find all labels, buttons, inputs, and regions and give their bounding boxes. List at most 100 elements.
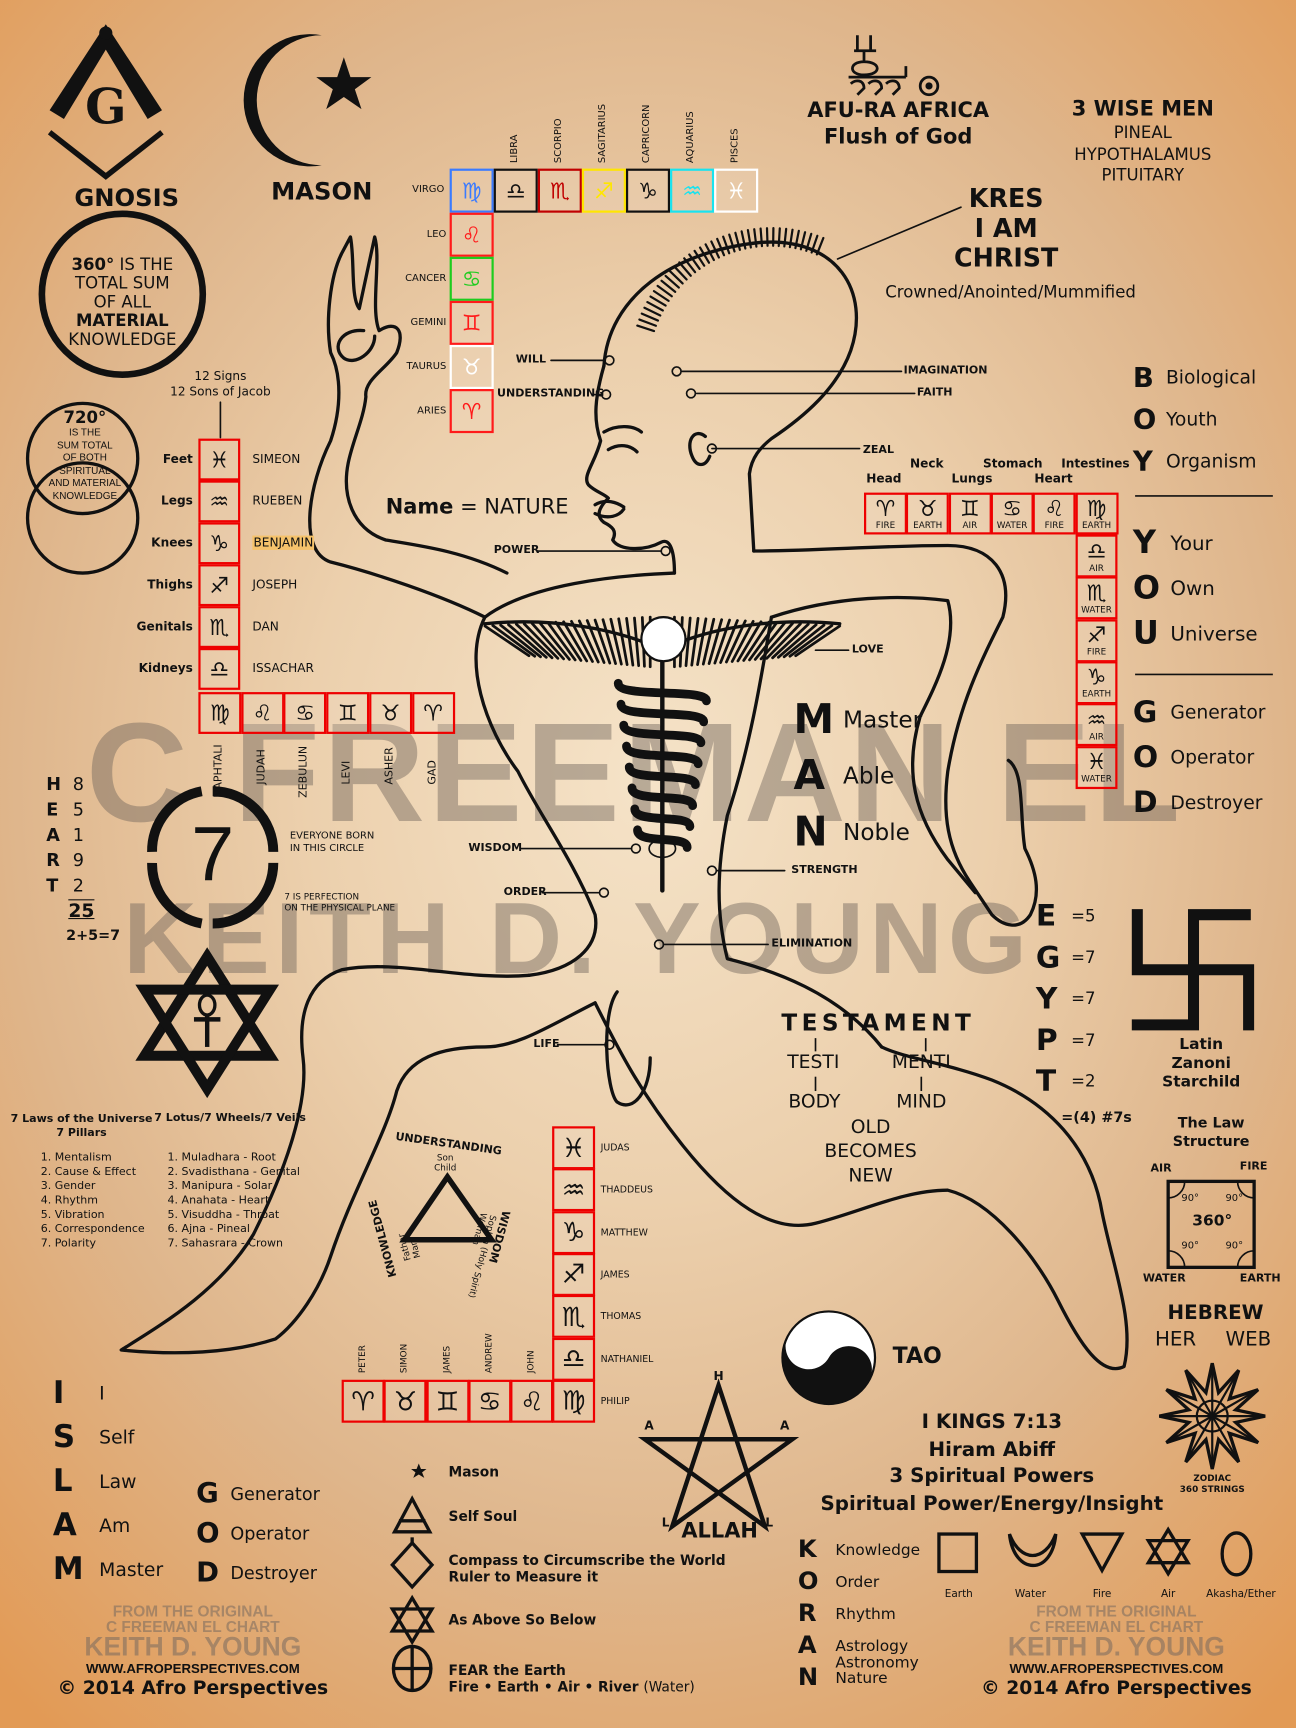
right-arm-inner [769, 595, 977, 895]
boy-letter: Y [1132, 445, 1153, 478]
lotus-item: 5. Visuddha - Throat [167, 1208, 280, 1222]
boy-letter: B [1132, 361, 1154, 394]
symbol-line: As Above So Below [449, 1611, 597, 1628]
zodiac-glyph-icon: ♎ [1086, 537, 1107, 564]
zodiac-glyph-icon: ♊ [337, 699, 358, 727]
zodiac-glyph-icon: ♎ [561, 1343, 586, 1375]
apostle-name: JOHN [525, 1350, 536, 1374]
koran-letter: N [797, 1664, 819, 1692]
apostle-name: JUDAS [600, 1142, 630, 1154]
small-hexagram-icon [389, 1594, 435, 1646]
compass-ruler-icon [390, 1537, 435, 1590]
zodiac-glyph-icon: ♊ [435, 1385, 460, 1417]
footer-url[interactable]: WWW.AFROPERSPECTIVES.COM [1009, 1660, 1224, 1677]
zodiac-label: SAGITARIUS [597, 103, 609, 164]
zodiac-glyph-icon: ♒ [1086, 706, 1107, 733]
zodiac-glyph-icon: ♑ [209, 530, 230, 557]
body-part-label: Knees [151, 535, 193, 550]
swastika-caption-line: Zanoni [1171, 1054, 1231, 1073]
islam-word: Master [99, 1558, 164, 1581]
label-zeal: ZEAL [862, 444, 894, 457]
testament-line: NEW [848, 1164, 893, 1187]
islam-word: Am [99, 1514, 131, 1537]
yin-yang-icon [781, 1310, 877, 1406]
laws-item: 5. Vibration [40, 1208, 105, 1222]
zodiac-glyph-icon: ♌ [461, 221, 482, 248]
crescent-water-icon [1007, 1533, 1058, 1568]
element-label: EARTH [1081, 689, 1112, 700]
angle-tr: 90° [1225, 1193, 1244, 1205]
symbol-line: Fire • Earth • Air • River (Water) [449, 1678, 695, 1695]
square-earth-icon [937, 1532, 979, 1574]
zodiac-box-aquarius: ♒ [670, 168, 715, 213]
zodiac-glyph-icon: ♐ [594, 177, 614, 204]
laws-item: 2. Cause & Effect [40, 1165, 137, 1179]
label-pointers [219, 206, 962, 1050]
laws-title-line: 7 Laws of the Universe [10, 1113, 153, 1126]
footer-left: FROM THE ORIGINAL C FREEMAN EL CHART KEI… [58, 1603, 329, 1699]
zodiac-glyph-icon: ♐ [561, 1258, 586, 1290]
testament-menti: MENTI [891, 1051, 951, 1074]
zodiac-glyph-icon: ♍ [1086, 494, 1107, 522]
kings-text: I KINGS 7:13 Hiram Abiff 3 Spiritual Pow… [820, 1410, 1163, 1518]
apostle-box: ♋ [468, 1379, 512, 1423]
symbol-triangle-text: Self Soul [449, 1508, 518, 1525]
zodiac-label: CAPRICORN [641, 104, 653, 164]
testament-connectors [814, 1038, 927, 1092]
sons-box: ♈ [411, 692, 455, 734]
footer-url[interactable]: WWW.AFROPERSPECTIVES.COM [85, 1660, 300, 1677]
gnosis-logo-letter: G [85, 79, 127, 136]
testament-line: OLD [850, 1116, 891, 1139]
element-label: WATER [996, 520, 1028, 531]
testament-mind: MIND [896, 1091, 947, 1114]
body-part-label: Thighs [147, 577, 193, 592]
zodiac-glyph-icon: ♍ [561, 1385, 586, 1417]
swastika-caption-line: Starchild [1162, 1073, 1241, 1092]
head-outline [602, 240, 859, 553]
watermark-line2: KEITH D. YOUNG [123, 882, 1033, 996]
laws-item: 3. Gender [40, 1180, 96, 1193]
man-word: Noble [843, 818, 910, 846]
circle-360-line: TOTAL SUM [75, 273, 170, 294]
label-order: ORDER [503, 886, 547, 899]
koran-word: Order [835, 1573, 880, 1592]
egypt-value: =7 [1071, 988, 1096, 1009]
testament-testi: TESTI [787, 1051, 840, 1074]
you-letter: O [1132, 568, 1161, 607]
apostle-box: ♎ [552, 1337, 596, 1381]
circle-720-line: OF BOTH [62, 451, 107, 463]
seven-note-line: ON THE PHYSICAL PLANE [284, 902, 396, 913]
zodiac-glyph-icon: ♊ [960, 494, 980, 522]
body-zodiac-box: ♋WATER [990, 492, 1034, 535]
sons-box: ♓ [198, 438, 241, 481]
element-label: FIRE [875, 520, 896, 531]
god-left-word: Operator [230, 1522, 310, 1544]
label-imagination: IMAGINATION [903, 364, 988, 377]
son-name: ISSACHAR [252, 661, 314, 676]
seven-note-line: 7 IS PERFECTION [284, 891, 360, 902]
left-leg [119, 965, 597, 1355]
zodiac-glyph-icon: ♍ [461, 177, 482, 204]
element-shapes [937, 1526, 1253, 1577]
apostle-box: ♒ [552, 1168, 596, 1212]
footer-chart: C FREEMAN EL CHART [1029, 1617, 1204, 1636]
label-life: LIFE [533, 1038, 560, 1051]
footer-copyright: © 2014 Afro Perspectives [981, 1677, 1252, 1700]
element-label: EARTH [1081, 520, 1112, 531]
zodiac-label: TAURUS [406, 361, 447, 373]
symbol-line-text: Ruler to Measure it [448, 1568, 599, 1585]
apostle-name: ANDREW [483, 1333, 494, 1374]
pentagram-point-left: A [644, 1418, 654, 1433]
body-zodiac-box: ♒AIR [1075, 703, 1118, 747]
lotus-item: 1. Muladhara - Root [167, 1151, 276, 1164]
body-part-intestines: Intestines [1061, 456, 1130, 471]
kings-line: 3 Spiritual Powers [889, 1464, 1095, 1488]
face-outline [585, 364, 677, 575]
son-name: BENJAMIN [252, 535, 315, 550]
body-zodiac-box: ♈FIRE [863, 492, 907, 535]
venn-lower-circle [25, 461, 140, 575]
seven-note-line: IN THIS CIRCLE [289, 843, 365, 855]
sons-heading-line: 12 Signs [194, 369, 247, 384]
